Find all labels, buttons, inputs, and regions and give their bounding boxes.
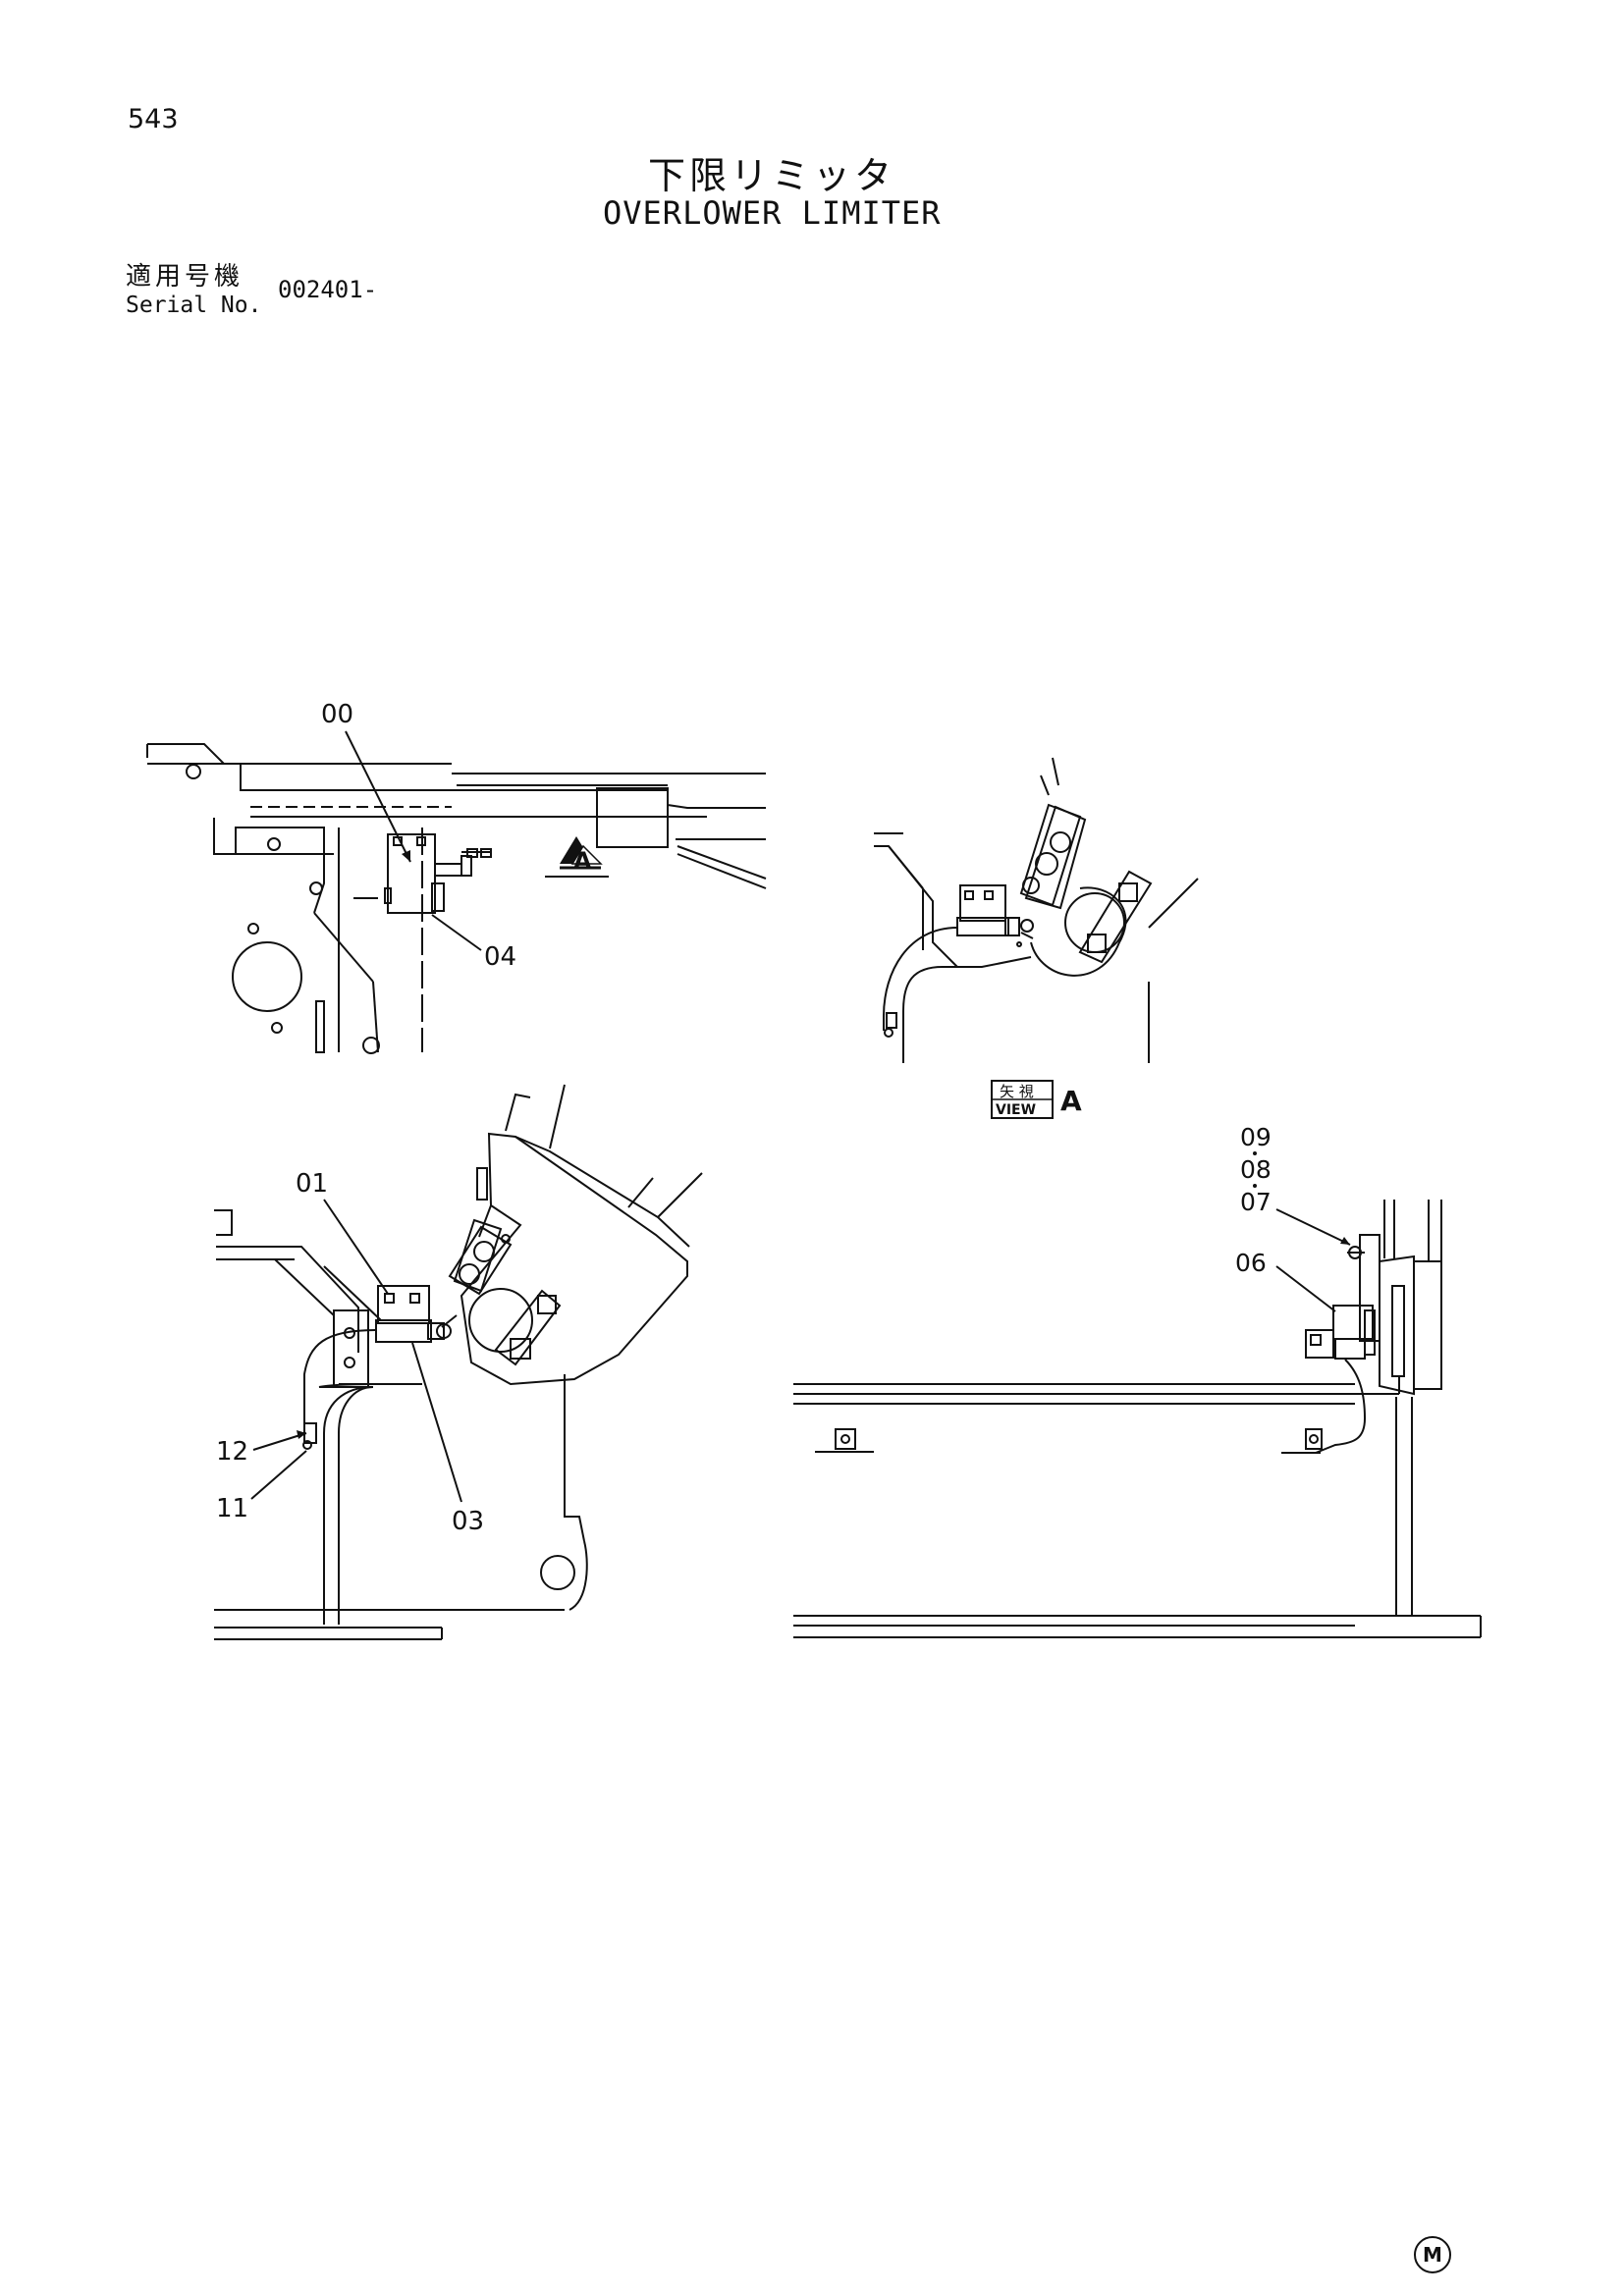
callout-07: 07 — [1240, 1188, 1272, 1216]
manufacturer-mark: M — [1414, 2236, 1451, 2273]
serial-number-value: 002401- — [278, 276, 378, 303]
callout-03: 03 — [452, 1507, 484, 1536]
view-bottom-left: 01 03 12 11 — [214, 1084, 703, 1640]
page-title-english: OVERLOWER LIMITER — [603, 194, 942, 232]
view-top-left: A 00 04 — [146, 700, 767, 1054]
callout-04: 04 — [484, 942, 516, 972]
view-box-japanese: 矢 視 — [1000, 1083, 1034, 1100]
callout-08: 08 — [1240, 1155, 1272, 1184]
callout-01: 01 — [296, 1169, 328, 1199]
callout-11: 11 — [216, 1494, 248, 1523]
serial-label-english: Serial No. — [126, 293, 262, 318]
serial-label-japanese: 適用号機 — [126, 262, 244, 292]
page-number: 543 — [128, 104, 179, 134]
view-bottom-right: 09 08 07 06 — [793, 1123, 1482, 1638]
view-a-arrow-label: A — [573, 847, 592, 875]
callout-12: 12 — [216, 1437, 248, 1467]
view-box-english: VIEW — [996, 1102, 1036, 1118]
callout-09: 09 — [1240, 1123, 1272, 1151]
view-a-detail: 矢 視 VIEW A — [874, 757, 1199, 1119]
callout-00: 00 — [321, 700, 353, 729]
page-title-japanese: 下限リミッタ — [648, 154, 896, 197]
callout-06: 06 — [1235, 1249, 1267, 1277]
view-box-letter: A — [1060, 1085, 1082, 1117]
